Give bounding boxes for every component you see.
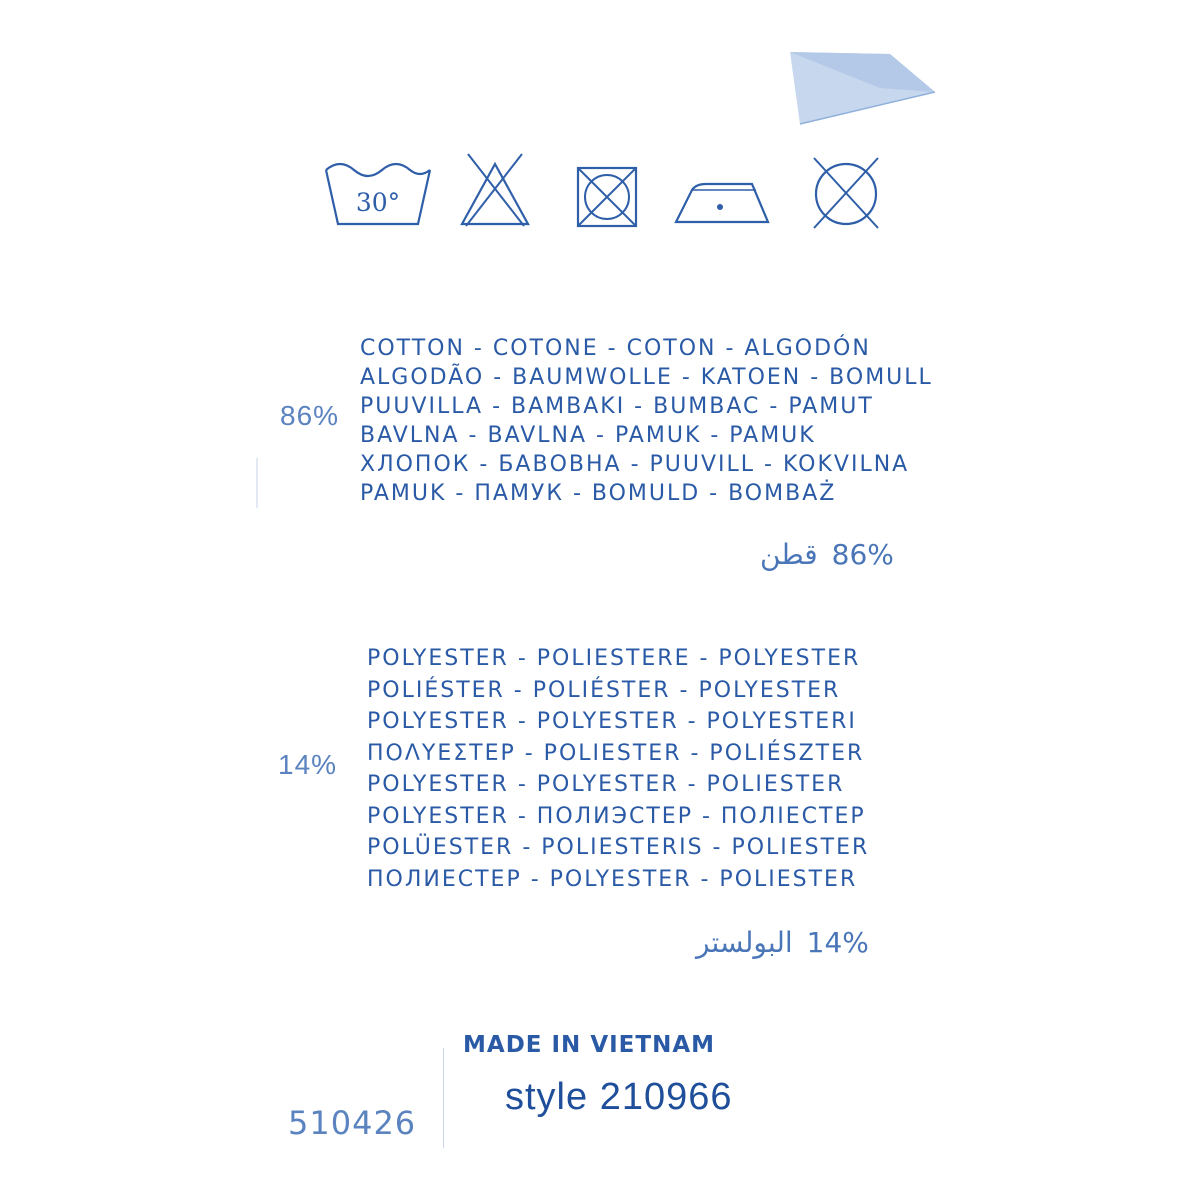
wash-30-icon: 30° — [320, 150, 436, 230]
polyester-line: POLIÉSTER - POLIÉSTER - POLYESTER — [367, 677, 841, 703]
cotton-arabic-word: قطن — [760, 538, 818, 571]
label-edge-mark — [256, 458, 258, 508]
cotton-line: COTTON - COTONE - COTON - ALGODÓN — [360, 336, 871, 361]
style-number: style 210966 — [505, 1076, 733, 1118]
polyester-line: POLYESTER - ПОЛИЭСТЕР - ПОЛІЕСТЕР — [367, 803, 866, 829]
cotton-percent: 86% — [280, 400, 340, 431]
polyester-arabic: البولستر 14% — [696, 926, 869, 959]
cotton-line: PAMUK - ПАМУК - BOMULD - BOMBAŻ — [360, 481, 837, 506]
polyester-percent: 14% — [278, 749, 338, 780]
polyester-line: POLÜESTER - POLIESTERIS - POLIESTER — [367, 835, 870, 860]
cotton-translations: COTTON - COTONE - COTON - ALGODÓN ALGODÃ… — [360, 334, 933, 508]
cotton-line: PUUVILLA - BAMBAKI - BUMBAC - PAMUT — [360, 394, 874, 419]
polyester-line: POLYESTER - POLYESTER - POLIESTER — [367, 772, 845, 797]
polyester-arabic-percent: 14% — [806, 926, 869, 959]
wash-temperature: 30° — [355, 188, 401, 217]
care-symbols: 30° — [320, 150, 900, 250]
cotton-arabic-percent: 86% — [831, 538, 894, 571]
country-of-origin: MADE IN VIETNAM — [463, 1032, 716, 1058]
polyester-arabic-word: البولستر — [696, 926, 793, 959]
fabric-corner — [790, 52, 936, 125]
lot-number: 510426 — [288, 1104, 417, 1142]
do-not-bleach-icon — [458, 150, 532, 230]
cotton-line: BAVLNA - BAVLNA - PAMUK - PAMUK — [360, 423, 816, 448]
polyester-line: POLYESTER - POLYESTER - POLYESTERI — [367, 709, 857, 734]
polyester-line: ΠΟΛΥΕΣΤΕΡ - POLIESTER - POLIÉSZTER — [367, 740, 865, 766]
polyester-line: POLYESTER - POLIESTERE - POLYESTER — [367, 646, 861, 671]
iron-low-heat-icon — [672, 150, 772, 230]
polyester-line: ПОЛИЕСТЕР - POLYESTER - POLIESTER — [367, 866, 858, 892]
cotton-line: ALGODÃO - BAUMWOLLE - KATOEN - BOMULL — [360, 365, 933, 390]
cotton-arabic: قطن 86% — [760, 538, 894, 571]
cotton-line: ХЛОПОК - БАВОВНА - PUUVILL - KOKVILNA — [360, 452, 910, 477]
divider — [443, 1048, 444, 1148]
do-not-tumble-dry-icon — [575, 150, 639, 230]
polyester-translations: POLYESTER - POLIESTERE - POLYESTER POLIÉ… — [367, 643, 869, 895]
do-not-dry-clean-icon — [808, 150, 884, 230]
